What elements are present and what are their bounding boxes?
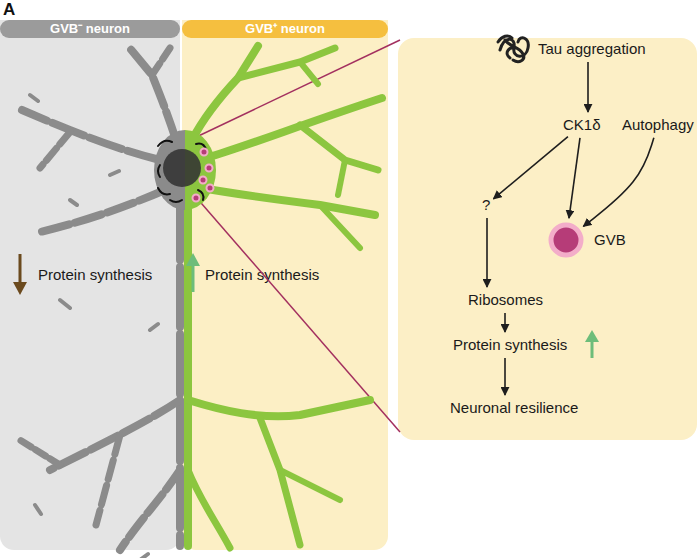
node-text: ? xyxy=(482,196,490,214)
flow-arrow xyxy=(504,313,506,332)
process-label: ? xyxy=(482,196,490,214)
node-text: Tau aggregation xyxy=(538,40,646,58)
gvb-circle xyxy=(551,225,581,255)
flow-arrow xyxy=(587,62,589,112)
process-label: Autophagy xyxy=(622,116,694,134)
panel-heading: GVB⁺ neuron xyxy=(182,20,388,38)
flow-arrow xyxy=(486,218,488,287)
flow-arrow xyxy=(504,358,506,395)
up-arrow-head xyxy=(585,330,599,342)
node-text: Ribosomes xyxy=(468,291,543,309)
panel-letter: A xyxy=(3,1,15,19)
process-label: Tau aggregation xyxy=(538,40,646,58)
gvb-symbol xyxy=(546,220,586,260)
neuron-panel: GVB⁻ neuronProtein synthesis xyxy=(0,20,180,550)
inset-panel xyxy=(398,38,697,440)
flow-arrow xyxy=(583,138,654,227)
process-label: Neuronal resilience xyxy=(450,399,578,417)
process-label: CK1δ xyxy=(563,116,601,134)
node-text: GVB xyxy=(594,231,626,249)
up-arrow xyxy=(591,340,594,358)
panel-heading: GVB⁻ neuron xyxy=(0,20,180,38)
gvb-node: GVB xyxy=(546,220,636,260)
node-text: Protein synthesis xyxy=(453,336,567,354)
node-text: Neuronal resilience xyxy=(450,399,578,417)
process-label: Protein synthesis xyxy=(453,336,567,354)
panel-text: Protein synthesis xyxy=(205,266,319,284)
panel-text: Protein synthesis xyxy=(38,266,152,284)
process-label: Ribosomes xyxy=(468,291,543,309)
flow-arrow xyxy=(569,138,580,218)
node-text: CK1δ xyxy=(563,116,601,134)
neuron-panel: GVB⁺ neuronProtein synthesis xyxy=(182,20,388,550)
tau-icon xyxy=(498,36,528,62)
flow-arrow xyxy=(493,137,568,199)
node-text: Autophagy xyxy=(622,116,694,134)
